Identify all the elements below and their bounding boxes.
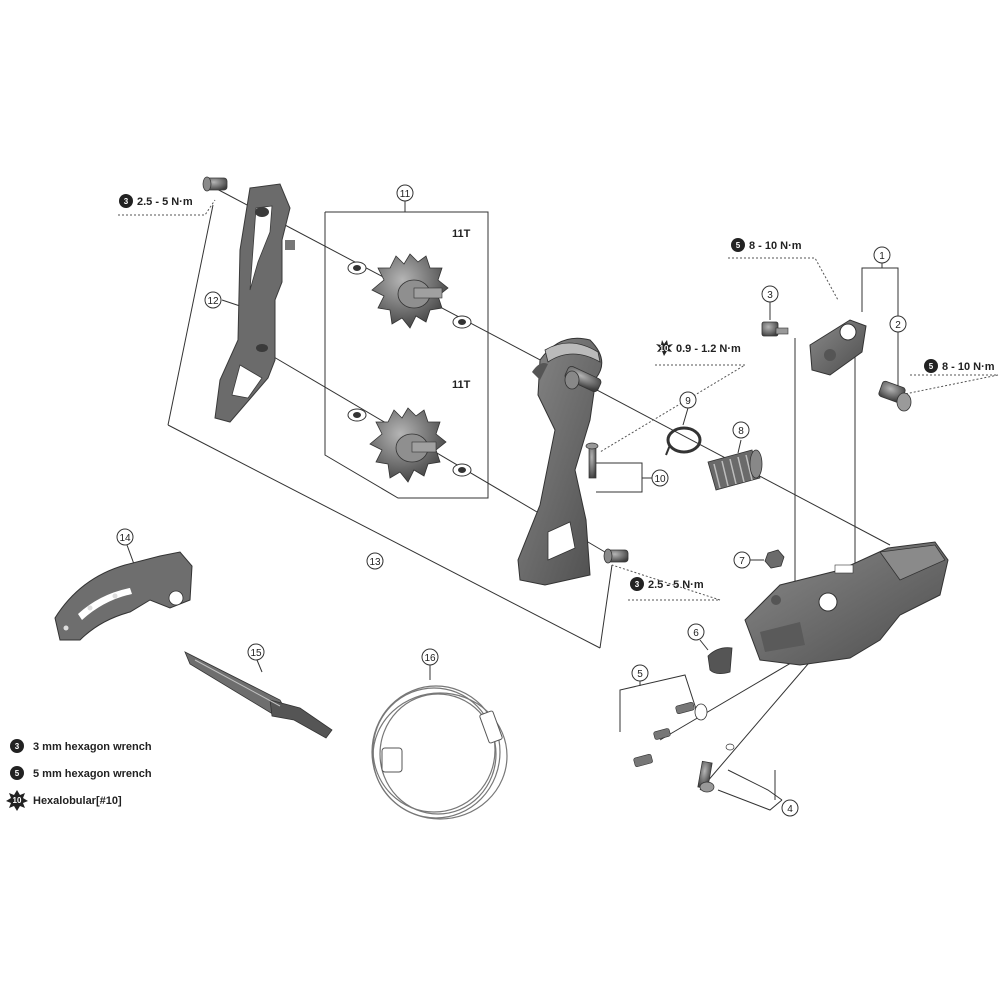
callout-5: 5 [631, 664, 649, 682]
outer-cage-plate [517, 337, 603, 586]
callout-10: 10 [651, 469, 669, 487]
svg-text:3: 3 [15, 742, 20, 751]
svg-text:5: 5 [15, 769, 20, 778]
derailleur-body [744, 541, 949, 666]
legend-item-hex5: 5 5 mm hexagon wrench [10, 766, 152, 780]
torque-value: 2.5 - 5 N·m [137, 196, 193, 208]
mounting-bolt [878, 380, 912, 412]
legend-item-hexalobular: 10 Hexalobular[#10] [6, 790, 122, 811]
torque-value: 8 - 10 N·m [942, 361, 995, 373]
callout-7: 7 [733, 551, 751, 569]
inner-cage-plate [214, 183, 295, 423]
svg-text:7: 7 [739, 556, 745, 567]
callout-16: 16 [421, 648, 439, 666]
hex-5-badge-icon [731, 238, 745, 252]
set-screws [633, 701, 708, 768]
svg-text:4: 4 [787, 804, 793, 815]
callout-6: 6 [687, 623, 705, 641]
svg-text:1: 1 [879, 251, 885, 262]
cage-bolt-top [202, 176, 228, 192]
svg-text:2: 2 [895, 320, 901, 331]
callout-14: 14 [116, 528, 134, 546]
tool-badge-label: 10 [660, 344, 669, 353]
tension-spring [707, 449, 763, 491]
hex-3-badge-icon [10, 739, 24, 753]
svg-text:5: 5 [637, 669, 643, 680]
lower-pulley-size: 11T [452, 379, 471, 391]
callout-11: 11 [396, 184, 414, 202]
torque-leaders [118, 199, 999, 601]
legend-item-hex3: 3 3 mm hexagon wrench [10, 739, 152, 753]
callout-4: 4 [781, 799, 799, 817]
hexalobular-badge-icon [6, 790, 28, 811]
callout-3: 3 [761, 285, 779, 303]
svg-text:13: 13 [369, 557, 381, 568]
clip-ring [665, 426, 702, 456]
hex-5-badge-icon [10, 766, 24, 780]
top-small-bolt [761, 321, 789, 337]
hex-5-badge-icon [924, 359, 938, 373]
callout-15: 15 [247, 643, 265, 661]
callout-2: 2 [889, 315, 907, 333]
pivot-pin [697, 743, 735, 793]
torque-value: 2.5 - 5 N·m [648, 579, 704, 591]
callout-12: 12 [204, 291, 222, 309]
torque-callout-top-left: 3 2.5 - 5 N·m [119, 194, 193, 208]
svg-text:15: 15 [250, 648, 262, 659]
body-nut [764, 549, 785, 569]
tool-badge-label: 3 [635, 580, 640, 589]
torque-callout-right: 5 8 - 10 N·m [924, 359, 995, 373]
legend-label: Hexalobular[#10] [33, 795, 122, 807]
svg-text:10: 10 [13, 796, 22, 805]
hex-3-badge-icon [630, 577, 644, 591]
torque-callout-top-right: 5 8 - 10 N·m [731, 238, 802, 252]
svg-text:16: 16 [424, 653, 436, 664]
upper-pulley [347, 253, 472, 329]
svg-text:11: 11 [400, 189, 411, 200]
callout-9: 9 [679, 391, 697, 409]
callout-markers: 1 2 3 4 5 6 7 8 9 10 11 12 13 14 15 16 [116, 184, 907, 817]
torque-callout-mid: 10 0.9 - 1.2 N·m [656, 340, 741, 356]
legend-label: 5 mm hexagon wrench [33, 768, 152, 780]
upper-pulley-size: 11T [452, 228, 471, 240]
tension-screw [585, 442, 599, 479]
svg-text:3: 3 [767, 290, 773, 301]
chain-guide-plate [54, 551, 193, 641]
callout-13: 13 [366, 552, 384, 570]
svg-text:8: 8 [738, 426, 744, 437]
svg-text:12: 12 [207, 296, 219, 307]
svg-text:9: 9 [685, 396, 691, 407]
tool-legend: 3 3 mm hexagon wrench 5 5 mm hexagon wre… [6, 739, 152, 811]
legend-label: 3 mm hexagon wrench [33, 741, 152, 753]
torque-value: 8 - 10 N·m [749, 240, 802, 252]
usb-cable [371, 685, 508, 820]
tool-badge-label: 5 [736, 241, 741, 250]
svg-text:6: 6 [693, 628, 699, 639]
tool-tweezer [184, 651, 333, 739]
callout-8: 8 [732, 421, 750, 439]
hex-3-badge-icon [119, 194, 133, 208]
leader-lines [126, 187, 899, 811]
callout-1: 1 [873, 246, 891, 264]
svg-text:14: 14 [119, 533, 131, 544]
torque-callout-cage-bolt: 3 2.5 - 5 N·m [630, 577, 704, 591]
torque-value: 0.9 - 1.2 N·m [676, 343, 741, 355]
cage-bolt-bottom [603, 548, 629, 564]
tool-badge-label: 3 [124, 197, 129, 206]
svg-text:10: 10 [654, 474, 666, 485]
lower-pulley [347, 407, 472, 483]
hexalobular-badge-icon [656, 340, 673, 356]
body-cap [707, 647, 733, 674]
tool-badge-label: 5 [929, 362, 934, 371]
b-bracket [809, 319, 867, 376]
